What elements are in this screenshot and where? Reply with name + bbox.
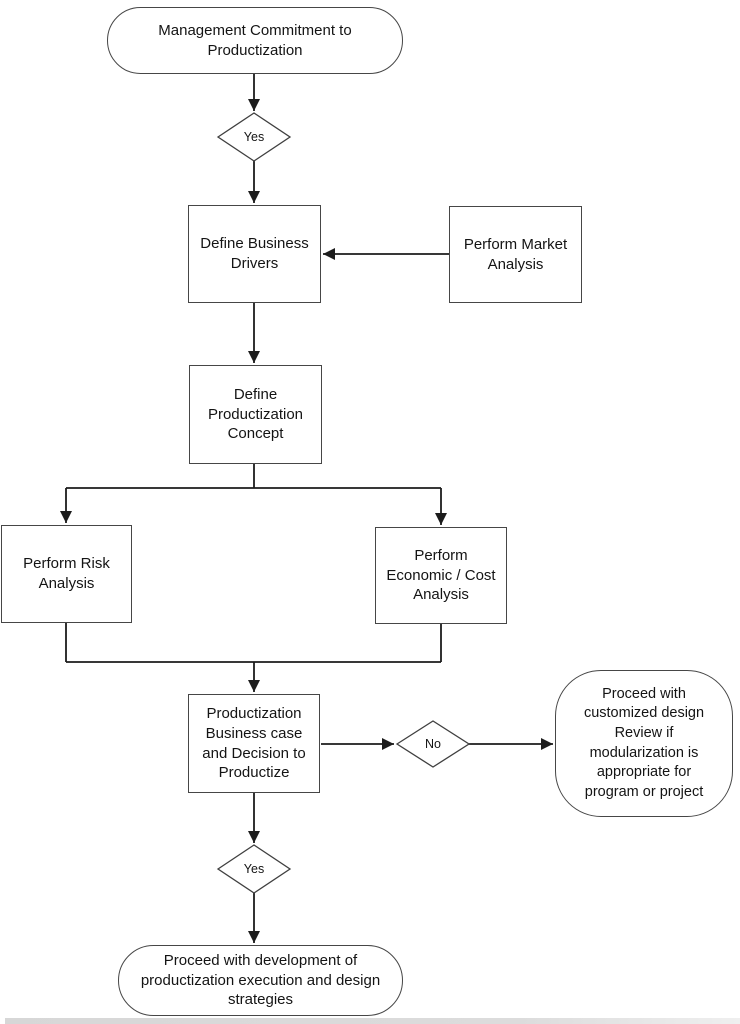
node-proceed-development: Proceed with development of productizati…: [118, 945, 403, 1016]
node-perform-economic-cost-analysis: Perform Economic / Cost Analysis: [375, 527, 507, 624]
node-define-productization-concept: Define Productization Concept: [189, 365, 322, 464]
node-perform-market-analysis: Perform Market Analysis: [449, 206, 582, 303]
decision-label-yes-1: Yes: [243, 130, 265, 144]
node-productization-business-case: Productization Business case and Decisio…: [188, 694, 320, 793]
decision-diamond-no: [395, 720, 471, 768]
decision-label-yes-2: Yes: [243, 862, 265, 876]
decision-diamond-yes-1: [216, 112, 292, 162]
bottom-gray-strip: [5, 1018, 740, 1024]
node-management-commitment: Management Commitment to Productization: [107, 7, 403, 74]
node-proceed-customized-design: Proceed with customized design Review if…: [555, 670, 733, 817]
decision-label-no: No: [425, 737, 441, 751]
node-perform-risk-analysis: Perform Risk Analysis: [1, 525, 132, 623]
node-define-business-drivers: Define Business Drivers: [188, 205, 321, 303]
decision-diamond-yes-2: [216, 844, 292, 894]
